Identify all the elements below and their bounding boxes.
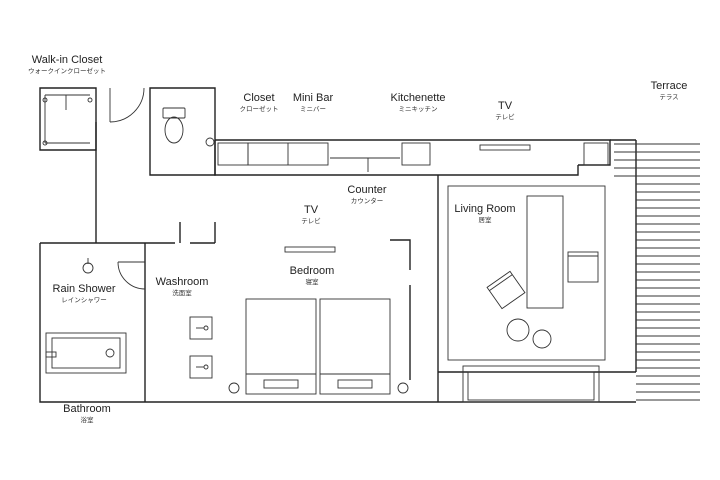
- closet-name: Closet: [243, 92, 275, 104]
- toilet: [162, 107, 215, 147]
- tv-bedroom-label: TV テレビ: [301, 204, 321, 226]
- bedroom-label: Bedroom 寝室: [290, 265, 335, 287]
- closet-jp: クローゼット: [239, 105, 279, 113]
- living-room-name: Living Room: [454, 203, 516, 215]
- terrace-jp: テラス: [659, 93, 679, 101]
- washroom-label: Washroom 洗面室: [156, 276, 209, 298]
- walk-in-closet-name: Walk-in Closet: [31, 54, 103, 66]
- tv-bedroom-name: TV: [303, 204, 319, 216]
- counter-label: Counter カウンター: [347, 184, 386, 206]
- walk-in-closet-label: Walk-in Closet ウォークインクローゼット: [28, 54, 106, 76]
- rain-shower-label: Rain Shower レインシャワー: [53, 283, 116, 305]
- mini-bar-label: Mini Bar ミニバー: [293, 92, 333, 114]
- living-room-jp: 居室: [478, 216, 492, 224]
- tv-top-jp: テレビ: [495, 113, 515, 121]
- rain-shower-jp: レインシャワー: [61, 296, 107, 304]
- walk-in-closet-jp: ウォークインクローゼット: [28, 67, 106, 75]
- tv-top-name: TV: [497, 100, 513, 112]
- living-room-label: Living Room 居室: [454, 203, 515, 225]
- counter-jp: カウンター: [350, 197, 384, 205]
- bathroom-label: Bathroom 浴室: [63, 403, 111, 425]
- bedroom-name: Bedroom: [289, 265, 335, 277]
- bedroom-jp: 寝室: [305, 278, 319, 286]
- tv-top-label: TV テレビ: [495, 100, 515, 122]
- terrace-name: Terrace: [650, 80, 688, 92]
- walls: [39, 87, 637, 403]
- bedroom-furniture: [228, 246, 409, 395]
- bathroom-fixtures: [45, 258, 127, 374]
- kitchenette-name: Kitchenette: [390, 92, 446, 104]
- kitchenette-label: Kitchenette ミニキッチン: [390, 92, 445, 114]
- terrace-label: Terrace テラス: [651, 80, 688, 102]
- rain-shower-name: Rain Shower: [52, 283, 116, 295]
- closet-label: Closet クローゼット: [240, 92, 279, 114]
- counter-name: Counter: [347, 184, 387, 196]
- bathroom-name: Bathroom: [63, 403, 111, 415]
- terrace-decking: [614, 143, 700, 401]
- living-room-furniture: [447, 185, 606, 403]
- washroom-jp: 洗面室: [172, 289, 192, 297]
- bathroom-jp: 浴室: [80, 416, 94, 424]
- mini-bar-name: Mini Bar: [292, 92, 334, 104]
- washroom-fixtures: [117, 261, 213, 379]
- closet-rails: [42, 94, 93, 146]
- washroom-name: Washroom: [155, 276, 209, 288]
- entry-door: [109, 87, 145, 123]
- cabinetry: [217, 142, 609, 172]
- mini-bar-jp: ミニバー: [300, 105, 326, 113]
- tv-bedroom-jp: テレビ: [301, 217, 321, 225]
- kitchenette-jp: ミニキッチン: [398, 105, 438, 113]
